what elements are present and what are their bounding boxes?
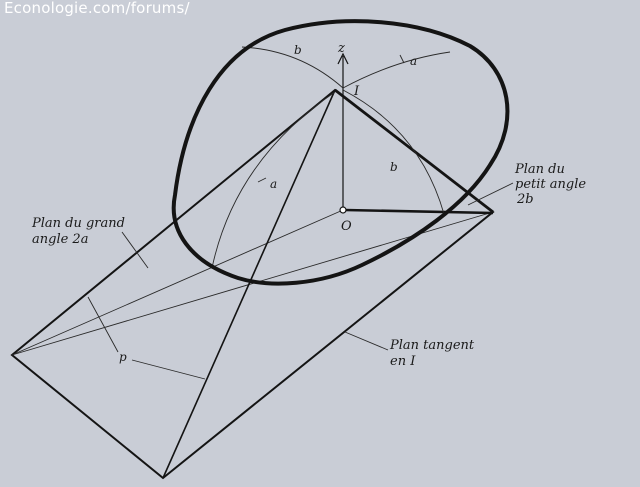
arc-a-top bbox=[342, 51, 451, 89]
leader-p-upper bbox=[87, 296, 119, 353]
label-p: p bbox=[119, 350, 127, 364]
label-plan-petit-line2: petit angle bbox=[515, 177, 586, 192]
label-plan-tangent-line1: Plan tangent bbox=[389, 338, 475, 353]
label-b-meridian: b bbox=[390, 160, 398, 174]
label-a-meridian: a bbox=[270, 177, 277, 191]
label-O: O bbox=[341, 219, 352, 234]
radius-O-to-right-tip bbox=[344, 208, 494, 215]
label-plan-grand-line1: Plan du grand bbox=[31, 216, 125, 231]
tick-a-mid bbox=[257, 177, 267, 183]
label-a-top: a bbox=[410, 54, 417, 68]
line-I-to-bottom-corner bbox=[162, 89, 336, 479]
label-plan-petit-line1: Plan du bbox=[514, 162, 565, 177]
leader-plan-tangent bbox=[344, 331, 389, 351]
point-O bbox=[339, 206, 347, 214]
label-z: z bbox=[337, 41, 345, 56]
label-b-top: b bbox=[294, 43, 302, 57]
leader-plan-grand-angle bbox=[121, 231, 149, 269]
leader-plan-petit-angle bbox=[467, 182, 514, 206]
label-I: I bbox=[353, 84, 360, 99]
watermark: Econologie.com/forums/ bbox=[4, 0, 190, 17]
tangent-plane bbox=[10, 88, 495, 480]
label-plan-petit-line3: 2b bbox=[516, 192, 534, 207]
arc-b-top bbox=[241, 46, 344, 89]
arc-b-meridian bbox=[342, 89, 445, 215]
tick-a-top bbox=[399, 54, 405, 64]
z-axis-arrowhead bbox=[337, 52, 349, 65]
grand-angle-generatrix-upper bbox=[11, 209, 344, 356]
leader-p-lower bbox=[131, 359, 206, 380]
label-plan-tangent-line2: en I bbox=[390, 354, 416, 369]
label-plan-grand-line2: angle 2a bbox=[32, 232, 88, 247]
arc-a-meridian bbox=[211, 91, 336, 269]
intersection-contour bbox=[171, 19, 510, 286]
